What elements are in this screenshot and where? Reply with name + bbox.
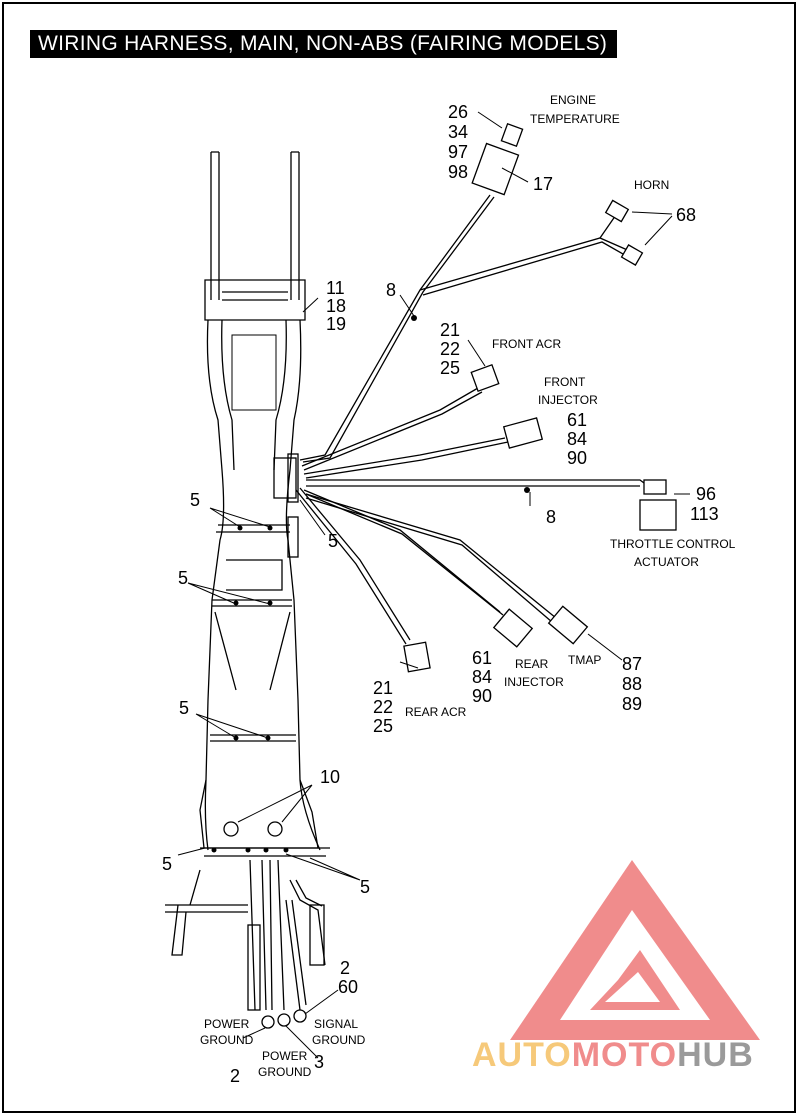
- callout-10: 10: [320, 767, 340, 787]
- power-ground-left-line1: POWER: [204, 1017, 250, 1031]
- engine-temp-connector: [500, 122, 524, 148]
- tmap-label: TMAP: [568, 653, 601, 667]
- horn-label: HORN: [634, 178, 669, 192]
- callout-90-front: 90: [567, 448, 587, 468]
- callout-25-rear: 25: [373, 716, 393, 736]
- callout-89: 89: [622, 694, 642, 714]
- frame-drawing: [165, 151, 330, 1029]
- callout-5-d: 5: [179, 698, 189, 718]
- callout-96: 96: [696, 484, 716, 504]
- callout-60: 60: [338, 977, 358, 997]
- callout-87: 87: [622, 654, 642, 674]
- callout-5-a: 5: [190, 490, 200, 510]
- callout-3: 3: [314, 1052, 324, 1072]
- callout-88: 88: [622, 674, 642, 694]
- callout-21-front: 21: [440, 320, 460, 340]
- callout-8-mid: 8: [546, 507, 556, 527]
- power-ground-left-line2: GROUND: [200, 1033, 254, 1047]
- callout-5-f: 5: [360, 877, 370, 897]
- rear-injector-connector: [492, 608, 534, 648]
- callout-61-front: 61: [567, 410, 587, 430]
- rear-acr-label: REAR ACR: [405, 705, 467, 719]
- front-acr-label: FRONT ACR: [492, 337, 561, 351]
- callout-90-rear: 90: [472, 686, 492, 706]
- engine-temp-label-line1: ENGINE: [550, 93, 596, 107]
- callout-61-rear: 61: [472, 648, 492, 668]
- rear-injector-label-line2: INJECTOR: [504, 675, 564, 689]
- throttle-label-line2: ACTUATOR: [634, 555, 699, 569]
- horn-connector-bottom: [620, 244, 644, 266]
- leader-lines: [177, 111, 690, 1059]
- callout-98: 98: [448, 162, 468, 182]
- harness-wires: [295, 194, 649, 645]
- callout-8-top: 8: [386, 280, 396, 300]
- tmap-connector: [547, 605, 589, 645]
- callout-5-e: 5: [162, 854, 172, 874]
- front-injector-label-line1: FRONT: [544, 375, 586, 389]
- callout-84-rear: 84: [472, 667, 492, 687]
- rear-injector-label-line1: REAR: [515, 657, 549, 671]
- callout-11: 11: [326, 278, 345, 298]
- callout-26: 26: [448, 102, 468, 122]
- callout-84-front: 84: [567, 429, 587, 449]
- callout-25-front: 25: [440, 358, 460, 378]
- diagram-title: WIRING HARNESS, MAIN, NON-ABS (FAIRING M…: [30, 30, 618, 58]
- power-ground-mid-line1: POWER: [262, 1049, 308, 1063]
- callout-22-rear: 22: [373, 697, 393, 717]
- watermark-text: AUTOMOTOHUB: [472, 1036, 754, 1074]
- callout-18: 18: [326, 296, 346, 316]
- callout-5-b: 5: [328, 531, 338, 551]
- engine-temp-label-line2: TEMPERATURE: [530, 112, 620, 126]
- callout-17: 17: [533, 174, 553, 194]
- front-acr-connector: [470, 364, 500, 392]
- horn-connector-top: [604, 199, 630, 223]
- front-injector-connector: [502, 417, 544, 449]
- callout-68: 68: [676, 205, 696, 225]
- callout-2-power: 2: [230, 1066, 240, 1086]
- clips: [211, 315, 530, 853]
- engine-temp-sleeve: [471, 142, 520, 196]
- callout-97: 97: [448, 142, 468, 162]
- throttle-connector: [643, 479, 667, 495]
- callout-113: 113: [690, 504, 719, 524]
- callout-5-c: 5: [178, 568, 188, 588]
- callout-21-rear: 21: [373, 678, 393, 698]
- front-injector-label-line2: INJECTOR: [538, 393, 598, 407]
- rear-acr-connector: [403, 641, 431, 673]
- watermark-logo: [510, 860, 760, 1040]
- callout-19: 19: [326, 314, 346, 334]
- callout-34: 34: [448, 122, 468, 142]
- throttle-actuator: [639, 499, 677, 531]
- callout-22-front: 22: [440, 339, 460, 359]
- throttle-label-line1: THROTTLE CONTROL: [610, 537, 736, 551]
- power-ground-mid-line2: GROUND: [258, 1065, 312, 1079]
- signal-ground-line2: GROUND: [312, 1033, 366, 1047]
- signal-ground-line1: SIGNAL: [314, 1017, 358, 1031]
- callout-2-signal: 2: [340, 958, 350, 978]
